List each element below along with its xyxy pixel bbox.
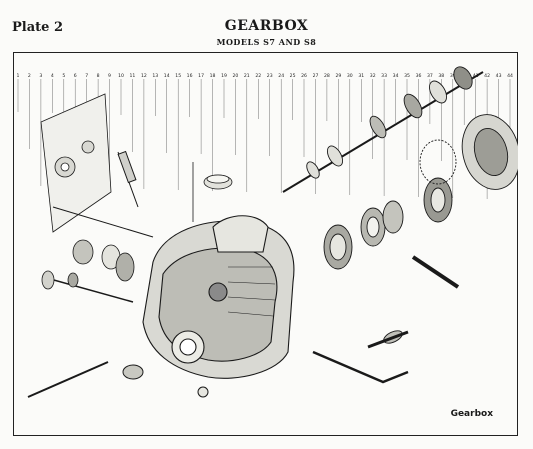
mainshaft-assembly (282, 66, 484, 193)
part-number-label: 20 (232, 73, 238, 79)
selector-rod (52, 150, 154, 238)
part-number-label: 36 (416, 73, 422, 79)
part-number-label: 26 (301, 73, 307, 79)
part-number-label: 1 (17, 73, 20, 79)
part-number-label: 7 (85, 73, 88, 79)
page-title: GEARBOX (224, 18, 309, 34)
part-number-label: 14 (164, 73, 170, 79)
gear-lever (27, 361, 209, 398)
plate-number: Plate 2 (12, 20, 63, 35)
part-number-label: 9 (108, 73, 111, 79)
part-number-label: 13 (152, 73, 158, 79)
part-number-label: 39 (450, 73, 456, 79)
part-number-label: 19 (221, 73, 227, 79)
end-cover (419, 114, 518, 190)
part-number-label: 35 (404, 73, 410, 79)
part-number-label: 33 (381, 73, 387, 79)
part-number-label: 44 (507, 73, 513, 79)
part-number-label: 30 (347, 73, 353, 79)
part-number-label: 27 (313, 73, 319, 79)
part-number-label: 21 (244, 73, 250, 79)
part-number-label: 38 (438, 73, 444, 79)
part-number-label: 11 (129, 73, 135, 79)
part-number-label: 17 (198, 73, 204, 79)
part-number-label: 12 (141, 73, 147, 79)
part-number-label: 18 (210, 73, 216, 79)
part-number-label: 31 (358, 73, 364, 79)
part-number-label: 10 (118, 73, 124, 79)
part-number-label: 3 (39, 73, 42, 79)
part-number-label: 15 (175, 73, 181, 79)
part-number-label: 24 (278, 73, 284, 79)
part-number-label: 5 (62, 73, 65, 79)
part-number-label: 42 (484, 73, 490, 79)
part-number-label: 28 (324, 73, 330, 79)
diagram-frame (13, 52, 518, 436)
part-number-label: 37 (427, 73, 433, 79)
dome-cover (192, 162, 233, 222)
part-number-label: 22 (255, 73, 261, 79)
diagram-caption: Gearbox (450, 409, 493, 419)
part-number-label: 4 (51, 73, 54, 79)
part-number-label: 32 (370, 73, 376, 79)
layshaft-gears (323, 177, 453, 270)
left-small-parts (41, 239, 135, 303)
part-number-label: 25 (290, 73, 296, 79)
part-number-label: 29 (335, 73, 341, 79)
left-cover-plate (40, 93, 112, 233)
page-subtitle: MODELS S7 AND S8 (216, 37, 317, 47)
part-number-label: 2 (28, 73, 31, 79)
gearbox-casing (142, 215, 295, 379)
part-number-label: 34 (393, 73, 399, 79)
part-number-label: 6 (74, 73, 77, 79)
part-number-label: 16 (187, 73, 193, 79)
part-number-label: 8 (97, 73, 100, 79)
part-number-label: 23 (267, 73, 273, 79)
part-number-label: 43 (496, 73, 502, 79)
kickstart-shaft (312, 255, 460, 384)
